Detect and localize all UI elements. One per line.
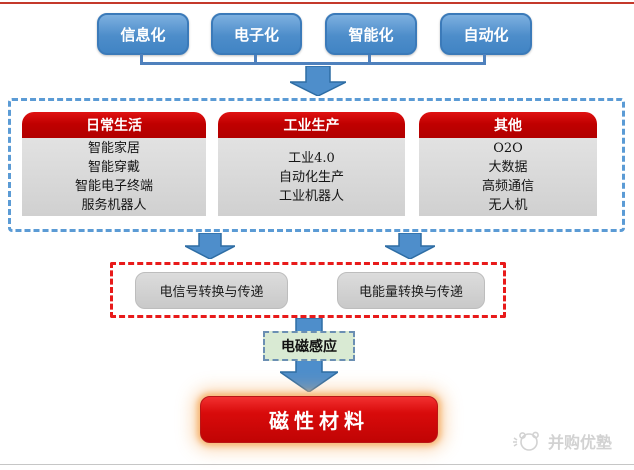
watermark-label: 并购优塾 (548, 433, 613, 452)
list-item: 智能电子终端 (74, 179, 153, 194)
list-item: O2O (493, 141, 523, 156)
bottom-border-line (0, 464, 634, 465)
column-daily-life: 日常生活 智能家居 智能穿戴 智能电子终端 服务机器人 (22, 112, 206, 216)
column-items: 智能家居 智能穿戴 智能电子终端 服务机器人 (22, 138, 206, 216)
list-item: 自动化生产 (278, 169, 344, 185)
node-signal-conversion: 电信号转换与传递 (135, 272, 288, 309)
connector-stub-2 (254, 55, 257, 64)
list-item: 无人机 (488, 198, 528, 213)
connector-stub-3 (368, 55, 371, 64)
node-intelligentization: 智能化 (325, 13, 417, 55)
node-electronification: 电子化 (211, 13, 302, 55)
list-item: 工业4.0 (288, 150, 335, 166)
connector-stub-1 (140, 54, 143, 64)
column-items: 工业4.0 自动化生产 工业机器人 (218, 138, 405, 216)
connector-bus-line (140, 62, 486, 65)
node-automation: 自动化 (440, 13, 532, 55)
column-industrial-production: 工业生产 工业4.0 自动化生产 工业机器人 (218, 112, 405, 216)
list-item: 服务机器人 (81, 198, 147, 213)
watermark: 并购优塾 (512, 429, 612, 453)
list-item: 智能家居 (87, 141, 140, 156)
conversion-group-box (110, 262, 506, 318)
column-header: 工业生产 (218, 112, 405, 138)
column-items: O2O 大数据 高频通信 无人机 (419, 138, 597, 216)
node-electromagnetic-induction: 电磁感应 (263, 331, 355, 361)
list-item: 高频通信 (481, 179, 534, 194)
list-item: 工业机器人 (278, 188, 344, 204)
list-item: 智能穿戴 (87, 160, 140, 175)
column-header: 其他 (419, 112, 597, 138)
list-item: 大数据 (488, 160, 528, 175)
applications-group-box (8, 98, 625, 232)
node-magnetic-materials: 磁性材料 (200, 396, 438, 443)
column-others: 其他 O2O 大数据 高频通信 无人机 (419, 112, 597, 216)
down-arrow-icon (290, 66, 346, 96)
node-energy-conversion: 电能量转换与传递 (337, 272, 485, 309)
connector-stub-4 (483, 54, 486, 64)
top-border-line (0, 2, 634, 4)
node-informatization: 信息化 (97, 13, 189, 55)
panda-logo-icon (513, 431, 539, 451)
column-header: 日常生活 (22, 112, 206, 138)
down-arrow-icon (385, 233, 435, 259)
down-arrow-icon (185, 233, 235, 259)
